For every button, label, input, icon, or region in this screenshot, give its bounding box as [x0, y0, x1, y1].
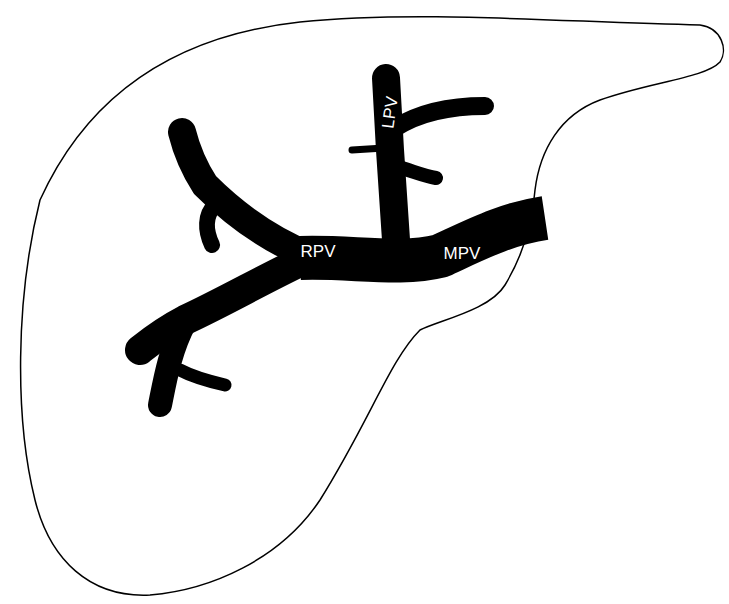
- portal-vein: [140, 78, 545, 405]
- vessel-label: MPV: [444, 245, 481, 262]
- vessel-label: RPV: [301, 243, 336, 260]
- vessel-label: LPV: [379, 95, 400, 129]
- liver-outline: [21, 17, 724, 595]
